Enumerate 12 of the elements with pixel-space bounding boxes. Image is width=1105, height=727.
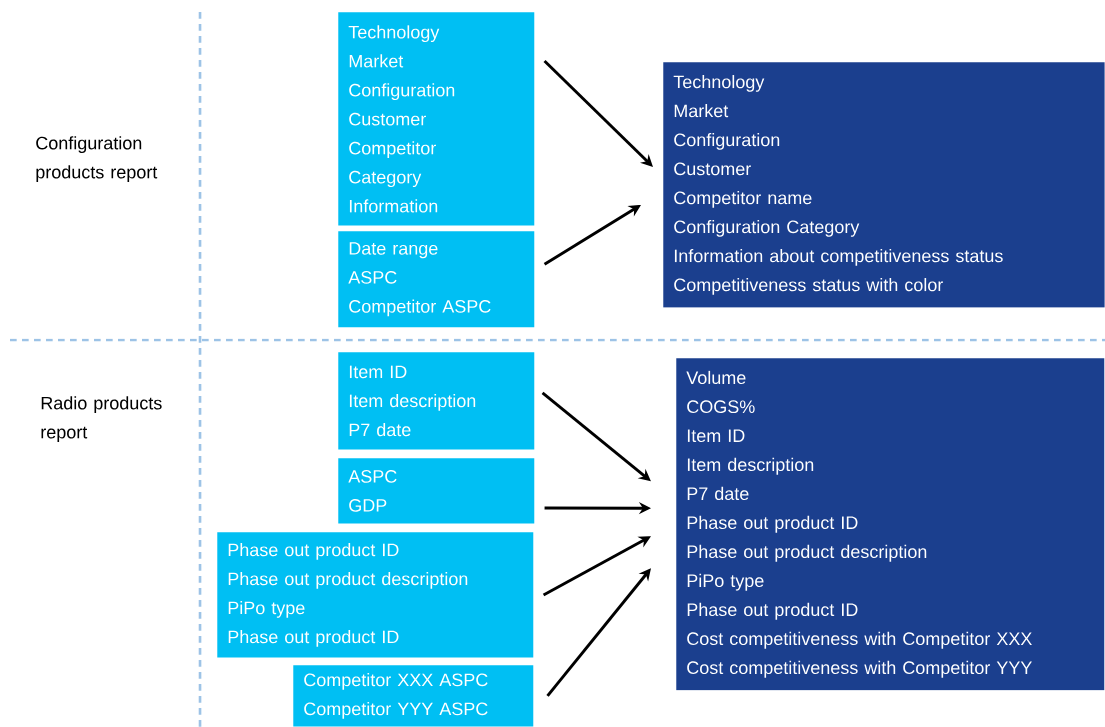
arrow — [542, 536, 651, 597]
list-box: ASPC GDP — [338, 458, 535, 524]
list-box: Phase out product ID Phase out product description PiPo type Phase out product ID — [217, 532, 534, 658]
list-box: Date range ASPC Competitor ASPC — [338, 231, 535, 328]
list-box: Technology Market Configuration Customer Competitor name Configuration Category Information about competitiveness status Competitiveness status with color — [663, 62, 1105, 308]
list-box: Item ID Item description P7 date — [338, 352, 535, 450]
list-box: Volume COGS% Item ID Item description P7 date Phase out product ID Phase out product description PiPo type Phase out product ID Cost competitiveness with Competitor XXX Cost competitiveness with Competitor YYY — [676, 358, 1105, 691]
section-label: Radio products report — [41, 396, 162, 443]
arrow — [543, 59, 653, 167]
list-box: Technology Market Configuration Customer Competitor Category Information — [338, 12, 535, 226]
section-label: Configuration products report — [36, 136, 158, 183]
list-box: Competitor XXX ASPC Competitor YYY ASPC — [293, 665, 534, 727]
